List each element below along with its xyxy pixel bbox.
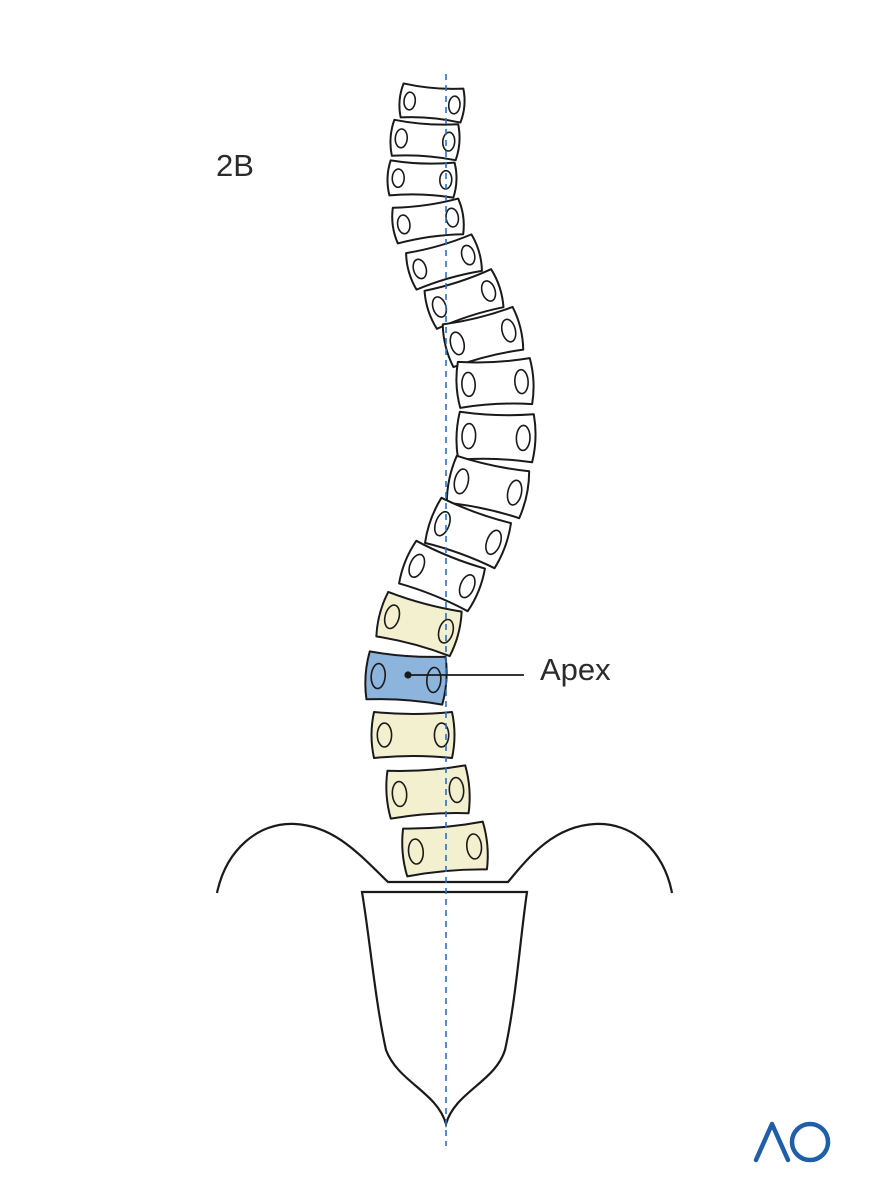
ao-logo-letter-o [789, 1121, 831, 1163]
apex-vertebra [364, 650, 448, 706]
vertebral-body [385, 764, 471, 820]
pedicle-right [458, 574, 476, 599]
pedicle-right [465, 833, 483, 860]
vertebra [398, 539, 486, 613]
pedicle-right [447, 95, 461, 115]
vertebra [391, 197, 465, 245]
vertebral-body [370, 711, 456, 759]
pedicle-left [461, 371, 476, 398]
vertebral-body [455, 357, 535, 409]
pedicle-left [453, 468, 470, 495]
vertebra [375, 590, 463, 658]
pedicle-right [514, 368, 529, 395]
vertebra [401, 820, 489, 878]
vertebra [370, 711, 456, 759]
pedicle-right [437, 618, 455, 644]
vertebral-column [364, 82, 537, 878]
sacrum-outline [360, 890, 529, 1129]
pedicle-left [396, 214, 411, 235]
vertebra [455, 357, 535, 409]
pedicle-left [394, 128, 409, 149]
pedicle-right [480, 280, 497, 302]
vertebra [385, 764, 471, 820]
pedicle-right [485, 529, 503, 556]
ao-logo-letter-a [753, 1121, 791, 1163]
pelvis-outline [215, 822, 674, 894]
vertebra [423, 268, 505, 330]
pedicle-left [370, 662, 386, 690]
pedicle-right [441, 131, 456, 152]
pedicle-right [448, 776, 465, 804]
pedicle-left [431, 296, 448, 318]
ao-logo [753, 1121, 831, 1163]
pedicle-right [426, 666, 442, 694]
vertebra [445, 454, 531, 520]
pedicle-right [500, 318, 517, 343]
pedicle-left [383, 604, 401, 630]
pedicle-right [515, 424, 531, 452]
pedicle-left [391, 780, 408, 808]
pedicle-left [461, 422, 477, 450]
vertebra [398, 82, 466, 124]
figure-label: 2B [216, 148, 254, 183]
pedicle-left [433, 510, 451, 537]
pedicle-left [376, 722, 393, 748]
vertebral-body [389, 118, 461, 162]
vertebral-body [386, 159, 458, 199]
vertebra [405, 233, 483, 291]
vertebra [441, 305, 525, 369]
pedicle-left [403, 91, 417, 111]
pedicle-left [407, 838, 425, 865]
vertebral-body [423, 268, 505, 330]
pedicle-left [391, 168, 405, 189]
pedicle-right [460, 244, 476, 266]
vertebra [386, 159, 458, 199]
vertebral-body [401, 820, 489, 878]
pedicle-left [408, 553, 426, 578]
vertebral-body [364, 650, 448, 706]
vertebral-body [391, 197, 465, 245]
vertebra [455, 410, 537, 464]
pedicle-left [412, 258, 428, 280]
vertebral-body [398, 539, 486, 613]
vertebral-body [455, 410, 537, 464]
pedicle-left [449, 331, 466, 356]
vertebral-body [398, 82, 466, 124]
pedicle-right [433, 722, 450, 748]
apex-label: Apex [540, 652, 611, 687]
pedicle-right [506, 479, 523, 506]
vertebra [389, 118, 461, 162]
